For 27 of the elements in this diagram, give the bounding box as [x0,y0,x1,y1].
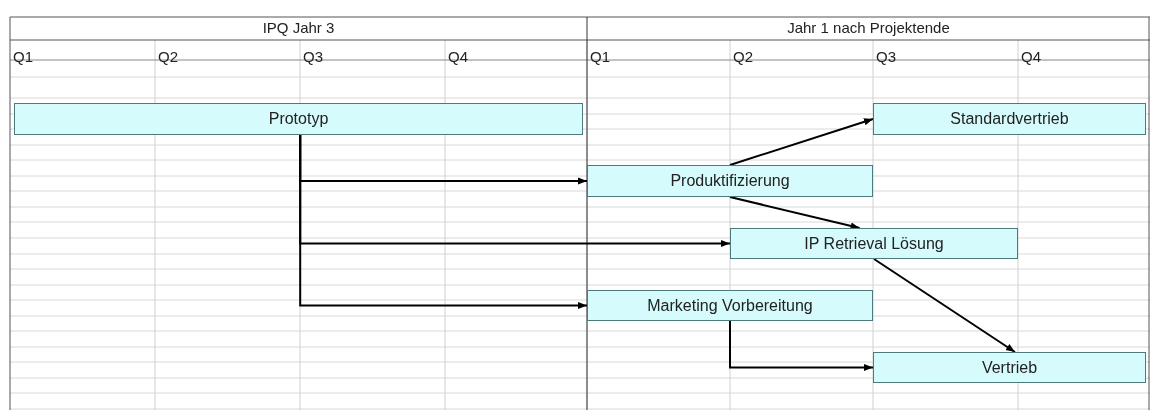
column-header: Q3 [876,48,896,65]
column-header: Q2 [158,48,178,65]
task-label: Vertrieb [981,357,1038,378]
task-bar [587,165,873,197]
column-header: Q2 [733,48,753,65]
arrow [729,118,874,166]
task-label: IP Retrieval Lösung [804,233,944,254]
column-header: Jahr 1 nach Projektende [787,19,950,36]
task-bar [14,103,583,135]
column-header: Q1 [13,48,33,65]
arrow [729,320,874,372]
task-bar [730,228,1018,259]
task-label: Produktifizierung [670,171,790,191]
task-bar [587,290,873,321]
task-bar [873,352,1146,383]
task-label: Standardvertrieb [950,109,1069,129]
column-header: Q3 [303,48,323,65]
task-label: Marketing Vorbereitung [647,295,813,316]
task-label: Prototyp [268,109,329,129]
column-header: Q4 [1021,48,1041,65]
column-header: IPQ Jahr 3 [262,19,335,36]
arrow [873,258,1016,353]
arrow [299,134,588,310]
arrow [729,196,861,230]
column-header: Q1 [590,48,610,65]
task-bar [873,103,1146,135]
column-header: Q4 [448,48,468,65]
